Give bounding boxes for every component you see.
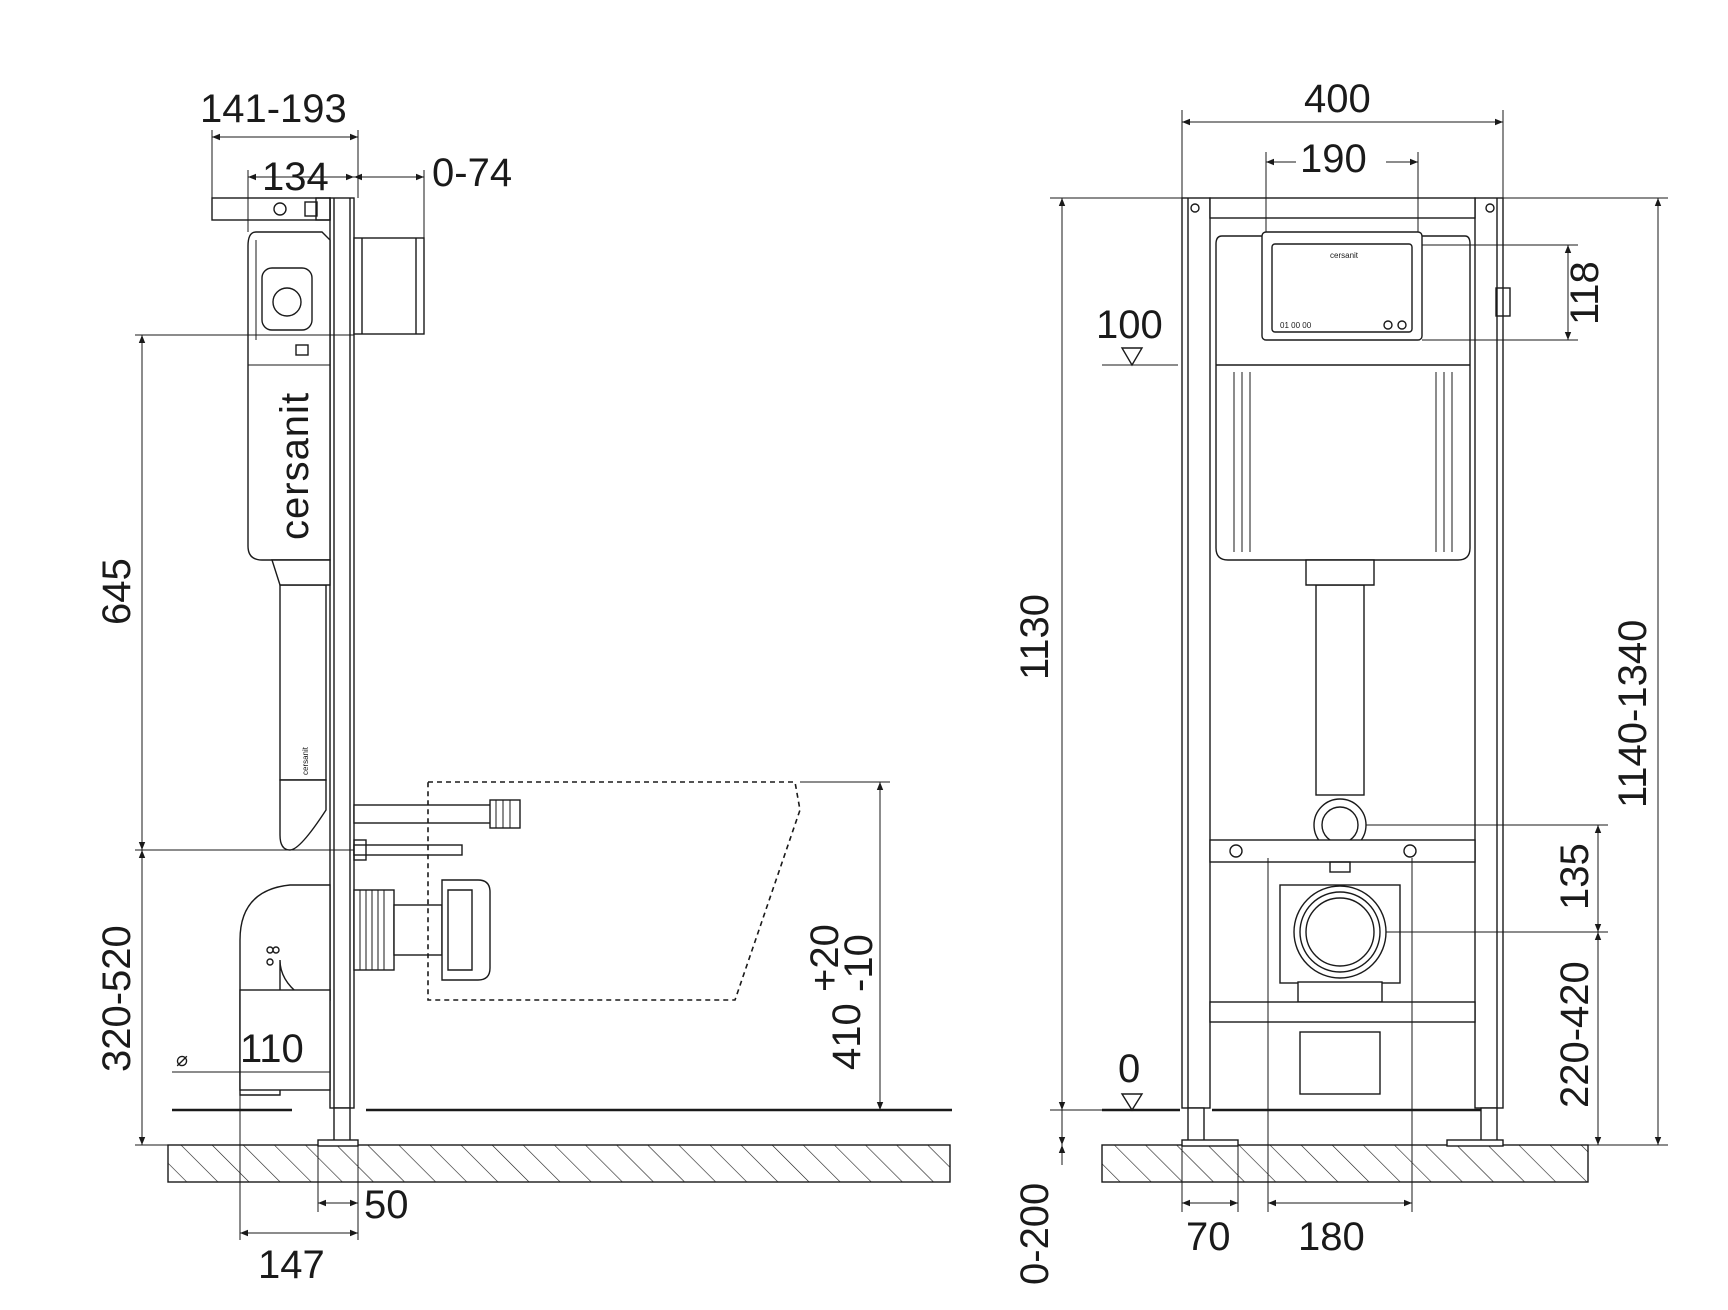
supply-pipe bbox=[353, 804, 499, 824]
floor-hatch-right bbox=[1101, 1144, 1589, 1183]
dim-outlet-height: 320-520 bbox=[95, 925, 139, 1072]
dim-total-height: 1130 bbox=[1013, 594, 1057, 680]
dim-top-depth: 141-193 bbox=[200, 87, 347, 131]
dim-cistern-height: 645 bbox=[95, 558, 139, 625]
dim-base-depth: 147 bbox=[258, 1243, 325, 1287]
dim-inlet-spacing: 135 bbox=[1553, 843, 1597, 910]
cistern-body bbox=[247, 231, 331, 561]
dim-frame-depth: 134 bbox=[262, 155, 329, 199]
dim-frame-width: 400 bbox=[1304, 77, 1371, 121]
front-left-upright bbox=[1181, 197, 1211, 1109]
dim-top-level: 100 bbox=[1096, 303, 1163, 347]
dim-plate-height: 118 bbox=[1563, 261, 1607, 325]
bowl-outline bbox=[427, 781, 801, 1001]
dim-bowl-tol-minus: -10 bbox=[837, 934, 881, 992]
dim-bowl-height: 410 bbox=[825, 1003, 869, 1070]
front-view: cersanit 01 00 00 400 190 bbox=[1013, 77, 1668, 1285]
dim-bolt-spacing: 180 bbox=[1298, 1215, 1365, 1259]
dim-foot-width: 50 bbox=[364, 1183, 409, 1227]
front-right-upright bbox=[1474, 197, 1504, 1109]
flush-pipe-label: cersanit bbox=[301, 746, 310, 775]
dim-bowl-tol-plus: +20 bbox=[803, 924, 847, 992]
dim-wall-offset: 0-74 bbox=[432, 151, 512, 195]
side-view: cersanit cersanit bbox=[95, 87, 952, 1287]
dim-plate-width: 190 bbox=[1300, 137, 1367, 181]
flush-pipe bbox=[279, 584, 327, 781]
drain-connector bbox=[353, 889, 395, 971]
wall-rail bbox=[353, 237, 425, 335]
dim-pipe-symbol: ⌀ bbox=[176, 1049, 188, 1071]
flush-plate bbox=[1261, 231, 1423, 341]
cistern-brand: cersanit bbox=[273, 392, 317, 540]
dim-outlet-range: 220-420 bbox=[1553, 961, 1597, 1108]
dim-floor-level: 0 bbox=[1118, 1047, 1140, 1091]
flush-plate-brand: cersanit bbox=[1330, 251, 1359, 260]
dim-front-foot-width: 70 bbox=[1186, 1215, 1231, 1259]
floor-hatch-left bbox=[167, 1144, 951, 1183]
drain-outlet bbox=[1293, 885, 1387, 979]
front-flush-pipe bbox=[1315, 584, 1365, 796]
dim-floor-adjust: 0-200 bbox=[1013, 1183, 1057, 1285]
dim-pipe-diameter: 110 bbox=[240, 1027, 304, 1071]
dim-adjust-height: 1140-1340 bbox=[1611, 620, 1655, 808]
flush-plate-code: 01 00 00 bbox=[1280, 321, 1312, 330]
